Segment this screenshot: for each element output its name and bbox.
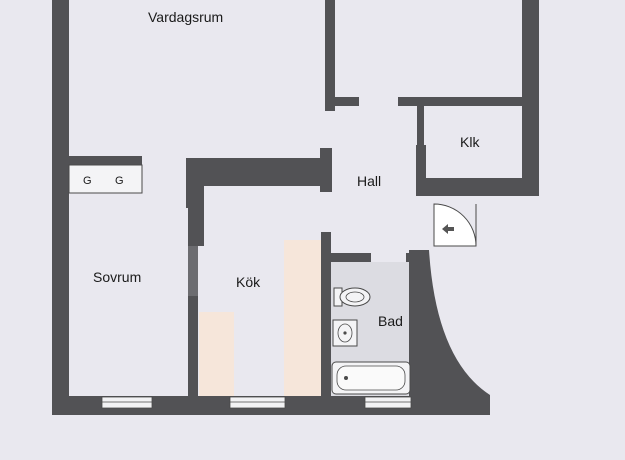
kitchen-highlight-left bbox=[199, 312, 234, 398]
room-label-vardagsrum: Vardagsrum bbox=[148, 9, 223, 25]
room-label-bad: Bad bbox=[378, 313, 403, 329]
room-label-klk: Klk bbox=[460, 134, 480, 150]
entrance-arrow-icon bbox=[442, 224, 454, 234]
entrance-door bbox=[433, 203, 477, 247]
window-bad bbox=[364, 396, 412, 409]
washbasin bbox=[332, 319, 358, 347]
room-label-sovrum: Sovrum bbox=[93, 269, 141, 285]
window-kok bbox=[229, 396, 286, 409]
kitchen-highlight-right bbox=[284, 240, 322, 398]
window-sovrum bbox=[101, 396, 153, 409]
windows bbox=[101, 396, 412, 409]
bathtub bbox=[331, 361, 411, 395]
room-label-kok: Kök bbox=[236, 274, 261, 290]
wardrobe-label-2: G bbox=[115, 175, 124, 187]
toilet bbox=[333, 287, 371, 307]
wardrobe: G G bbox=[68, 164, 143, 194]
room-label-hall: Hall bbox=[357, 173, 381, 189]
wardrobe-label-1: G bbox=[83, 175, 92, 187]
